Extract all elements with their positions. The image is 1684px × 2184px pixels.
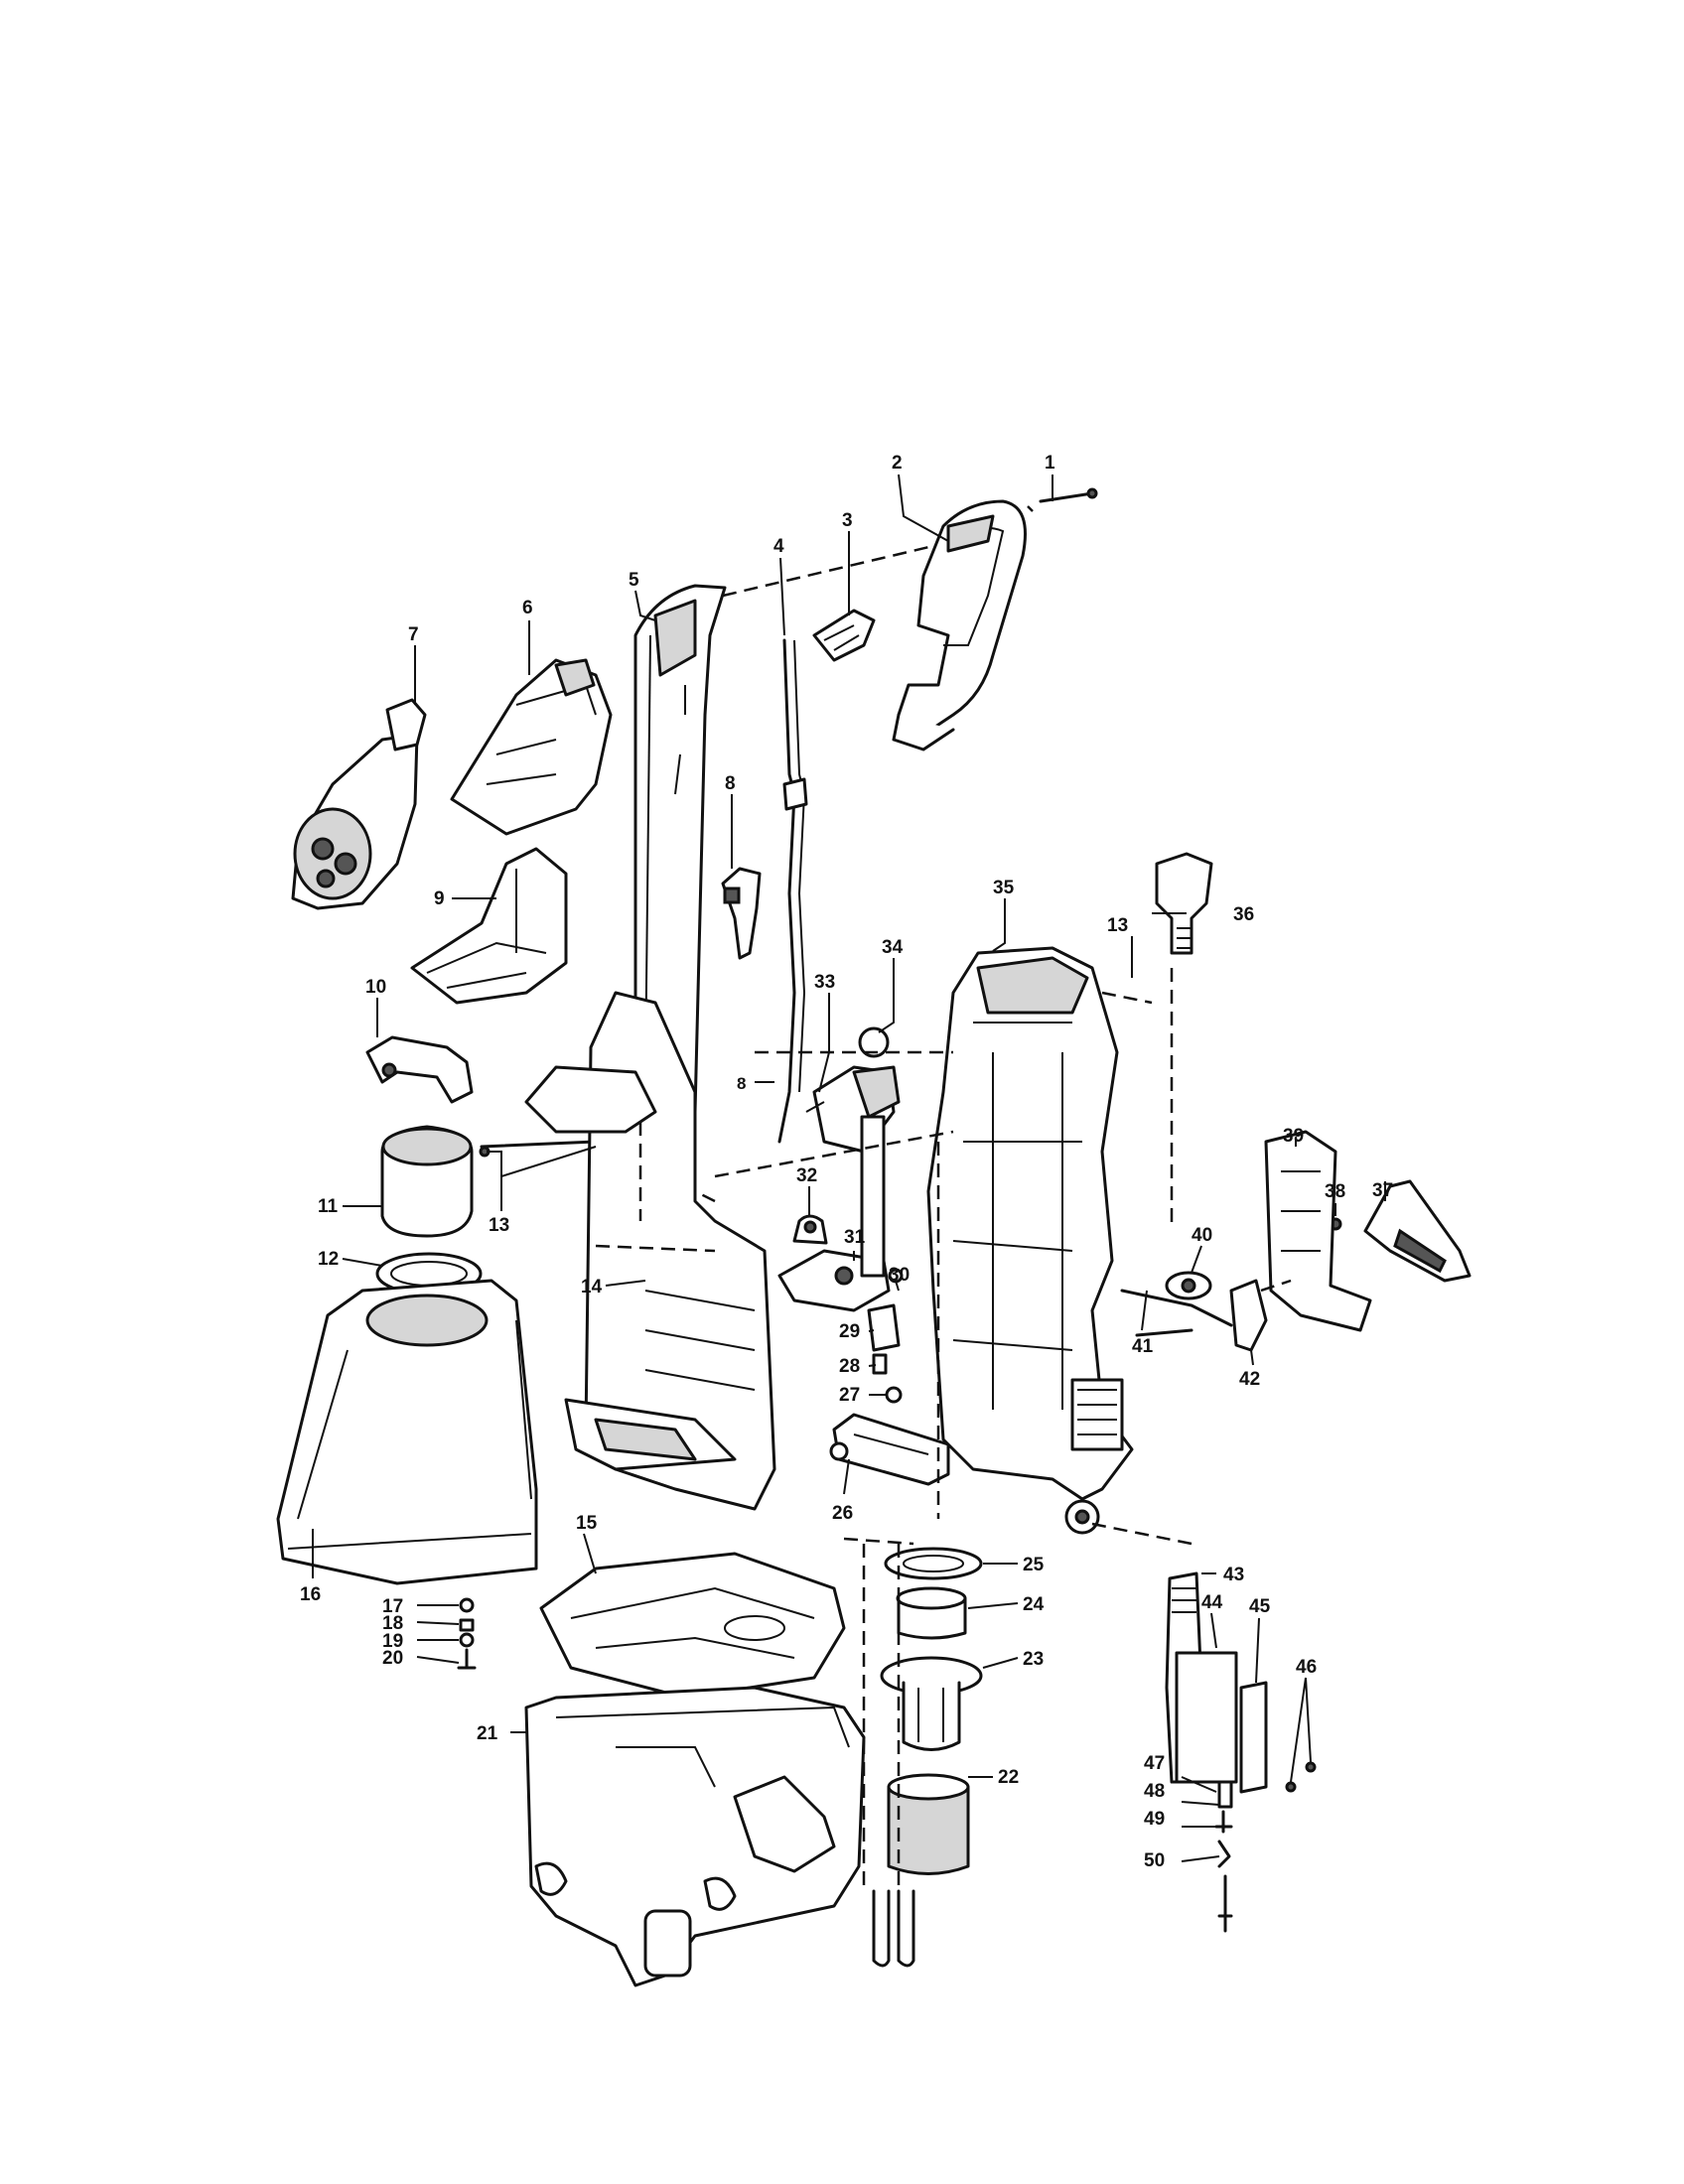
part-13-pin-left	[479, 1140, 598, 1158]
part-23-float-cage	[880, 1656, 983, 1751]
callout-8-small: 8	[737, 1074, 746, 1093]
lower-hoses	[872, 1889, 915, 1968]
part-40-valve	[1165, 1271, 1212, 1300]
callout-16: 16	[300, 1584, 321, 1605]
callout-23: 23	[1023, 1649, 1044, 1670]
callout-45: 45	[1249, 1596, 1271, 1617]
part-25-gasket	[884, 1547, 983, 1580]
callout-18: 18	[382, 1613, 403, 1634]
callout-6: 6	[522, 598, 533, 618]
callout-41: 41	[1132, 1336, 1154, 1357]
callout-13-upper: 13	[1107, 915, 1128, 936]
callout-21: 21	[477, 1723, 498, 1744]
callout-37: 37	[1372, 1180, 1393, 1201]
callout-49: 49	[1144, 1809, 1165, 1830]
part-33-34-pump	[812, 1026, 901, 1278]
part-7-motor	[291, 698, 427, 910]
callout-32: 32	[796, 1165, 817, 1186]
parts-43-50-assembly	[1165, 1571, 1317, 1933]
assembly-lines	[595, 505, 1292, 1886]
callout-27: 27	[839, 1385, 860, 1406]
callout-43: 43	[1223, 1565, 1244, 1585]
part-16-tank-cover	[276, 1279, 538, 1585]
callout-20: 20	[382, 1648, 403, 1669]
callout-5: 5	[629, 570, 639, 591]
callout-25: 25	[1023, 1555, 1045, 1575]
callout-13-lower: 13	[489, 1215, 509, 1236]
callout-28: 28	[839, 1356, 860, 1377]
callout-31: 31	[844, 1227, 866, 1248]
callout-26: 26	[832, 1503, 853, 1524]
part-42-cap	[1229, 1279, 1268, 1352]
callout-labels: 1 2 3 4 5 6 7 8 9 10 11 12 13 13 14 15 1…	[300, 453, 1393, 1871]
part-37-side-nozzle	[1363, 1179, 1472, 1283]
callout-11: 11	[318, 1196, 339, 1217]
callout-44: 44	[1201, 1592, 1223, 1613]
part-9-motor-mount	[410, 847, 568, 1005]
callout-40: 40	[1192, 1225, 1212, 1246]
callout-8: 8	[725, 773, 736, 794]
callout-22: 22	[998, 1767, 1019, 1788]
part-22-filter	[887, 1773, 970, 1875]
callout-12: 12	[318, 1249, 339, 1270]
part-1-screw	[1039, 487, 1098, 503]
parts-17-20-fasteners	[457, 1597, 477, 1670]
part-11-cup	[380, 1125, 474, 1238]
part-2-handle	[892, 499, 1027, 751]
callout-48: 48	[1144, 1781, 1165, 1802]
callout-1: 1	[1045, 453, 1055, 474]
callout-2: 2	[892, 453, 903, 474]
callout-36: 36	[1233, 904, 1254, 925]
part-24-float	[896, 1586, 967, 1640]
callout-9: 9	[434, 888, 445, 909]
part-39-bracket	[1264, 1130, 1372, 1332]
part-8-latch	[721, 867, 762, 960]
callout-15: 15	[576, 1513, 598, 1534]
callout-19: 19	[382, 1631, 403, 1652]
callout-33: 33	[814, 972, 835, 993]
callout-29: 29	[839, 1321, 860, 1342]
part-35-main-chassis	[926, 946, 1134, 1535]
part-41-tube	[1120, 1289, 1233, 1337]
callout-14: 14	[581, 1277, 603, 1297]
callout-42: 42	[1239, 1369, 1260, 1390]
part-6-hood-cover	[450, 658, 613, 836]
callout-10: 10	[365, 977, 386, 998]
callout-7: 7	[408, 624, 419, 645]
callout-30: 30	[889, 1265, 910, 1286]
callout-34: 34	[882, 937, 904, 958]
callout-46: 46	[1296, 1657, 1317, 1678]
callout-4: 4	[773, 536, 784, 557]
part-5-upper-tube	[633, 584, 727, 1124]
callout-3: 3	[842, 510, 853, 531]
callout-47: 47	[1144, 1753, 1165, 1774]
part-15-tank-lid	[539, 1552, 846, 1700]
part-4-rod	[777, 638, 808, 1144]
part-10-clip	[365, 1035, 474, 1104]
part-36-coupling	[1155, 852, 1213, 955]
callout-24: 24	[1023, 1594, 1045, 1615]
callout-35: 35	[993, 878, 1015, 898]
part-32-knob	[792, 1214, 828, 1245]
part-21-tank	[524, 1686, 866, 1987]
leader-lines	[312, 474, 1386, 1862]
callout-50: 50	[1144, 1850, 1165, 1871]
part-14-lower-body	[524, 991, 776, 1511]
callout-38: 38	[1325, 1181, 1345, 1202]
part-3-bracket	[812, 609, 876, 662]
part-26-base-plate	[829, 1413, 950, 1486]
callout-17: 17	[382, 1596, 403, 1617]
callout-39: 39	[1283, 1126, 1304, 1147]
